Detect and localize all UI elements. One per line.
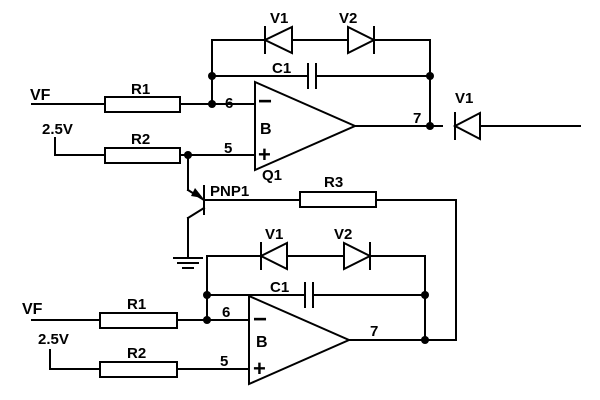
- bottom-plus-sign: +: [253, 356, 266, 381]
- top-vf-label: VF: [30, 87, 51, 104]
- top-stage: [31, 25, 443, 172]
- top-v1-diode: [262, 25, 293, 55]
- bottom-vf-label: VF: [22, 301, 43, 318]
- top-v1-label: V1: [270, 10, 288, 27]
- bottom-opamp-label: B: [256, 334, 268, 351]
- top-v2-diode: [347, 25, 377, 55]
- bottom-r1-label: R1: [127, 296, 146, 313]
- output-v1-label: V1: [455, 90, 473, 107]
- top-opamp-label: B: [260, 121, 272, 138]
- bottom-junction-cap-right: [421, 291, 429, 299]
- bottom-junction-output: [421, 336, 429, 344]
- bottom-junction-cap-left: [203, 291, 211, 299]
- top-v2-label: V2: [339, 10, 357, 27]
- bottom-junction-inverting: [203, 316, 211, 324]
- pnp-collector-lead: [186, 206, 206, 220]
- bottom-r2-label: R2: [127, 345, 146, 362]
- pnp-label: PNP1: [210, 183, 249, 200]
- top-pin6-label: 6: [225, 95, 233, 112]
- top-c1-label: C1: [272, 60, 291, 77]
- bottom-r2-resistor: [99, 361, 178, 378]
- top-r1-label: R1: [131, 81, 150, 98]
- bottom-opamp: [248, 294, 352, 386]
- top-r2-label: R2: [131, 131, 150, 148]
- bottom-pin5-label: 5: [220, 353, 228, 370]
- bottom-r1-resistor: [99, 312, 178, 329]
- bottom-stage: [31, 241, 457, 386]
- output-v1-diode: [452, 111, 481, 141]
- bottom-ref-label: 2.5V: [38, 331, 69, 348]
- top-r2-resistor: [104, 147, 181, 164]
- top-pin7-label: 7: [413, 110, 421, 127]
- top-opamp: [254, 80, 358, 172]
- top-junction-inverting: [208, 100, 216, 108]
- bottom-v2-diode: [343, 241, 373, 271]
- pnp-emitter-arrow: [191, 188, 203, 198]
- top-junction-cap-left: [208, 72, 216, 80]
- output-diode-group: [452, 111, 581, 141]
- bottom-minus-sign: −: [253, 306, 267, 333]
- top-ref-label: 2.5V: [42, 121, 73, 138]
- top-plus-sign: +: [258, 142, 271, 167]
- pnp-stage: [173, 154, 457, 341]
- r3-resistor: [299, 191, 377, 208]
- bottom-pin7-label: 7: [370, 323, 378, 340]
- top-opamp-name: Q1: [262, 167, 282, 184]
- bottom-v1-label: V1: [265, 226, 283, 243]
- top-pin5-label: 5: [224, 140, 232, 157]
- top-junction-output: [426, 122, 434, 130]
- r3-label: R3: [324, 174, 343, 191]
- top-junction-cap-right: [426, 72, 434, 80]
- bottom-v2-label: V2: [334, 226, 352, 243]
- top-r1-resistor: [104, 96, 181, 113]
- top-minus-sign: −: [258, 88, 272, 115]
- bottom-pin6-label: 6: [222, 304, 230, 321]
- bottom-v1-diode: [258, 241, 288, 271]
- bottom-c1-label: C1: [270, 279, 289, 296]
